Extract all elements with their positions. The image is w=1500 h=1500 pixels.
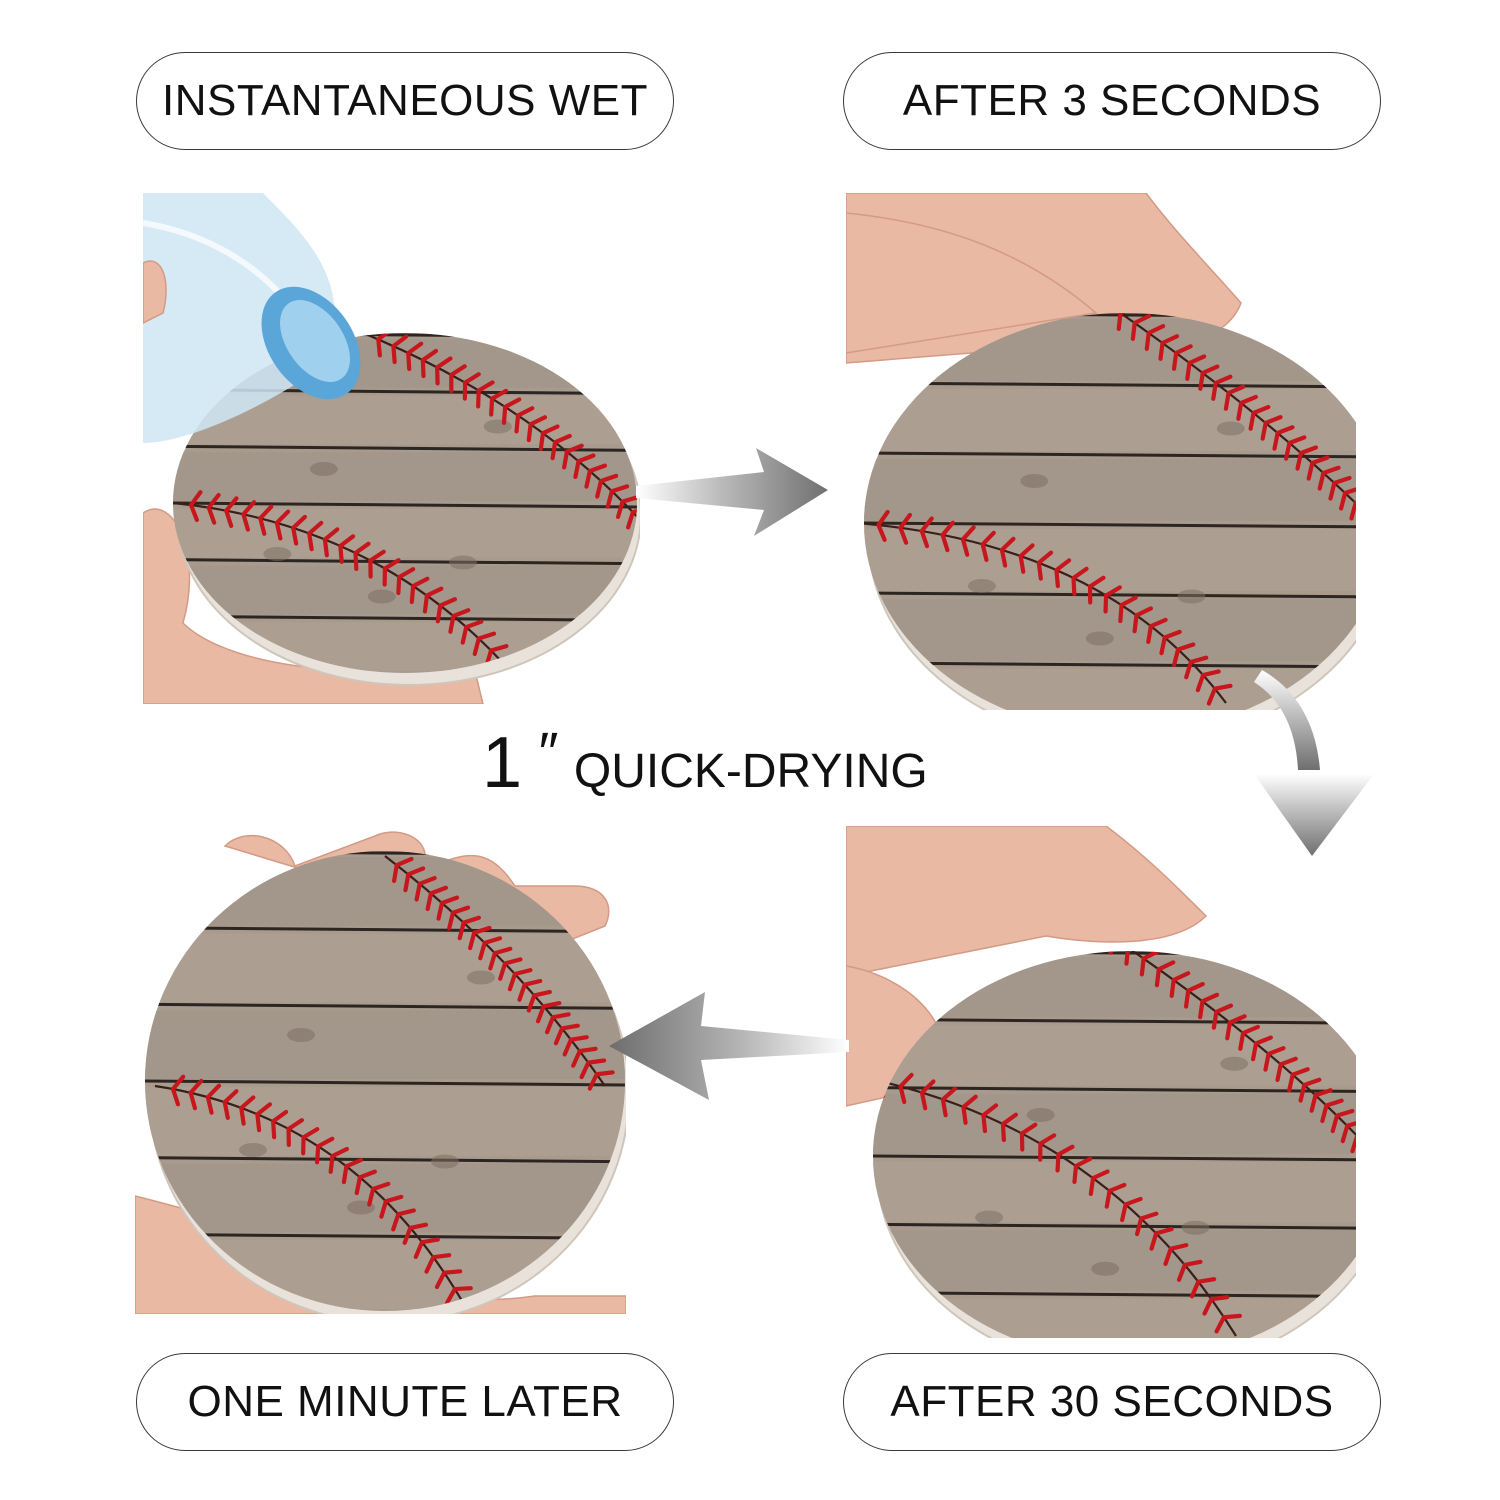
photo-coaster-3-seconds (846, 193, 1356, 710)
photo-coaster-30-seconds (846, 826, 1356, 1338)
step-label-text: INSTANTANEOUS WET (162, 76, 648, 125)
arrow-down-icon (1254, 670, 1374, 856)
caption-mark: ″ (536, 720, 556, 783)
step-label-text: AFTER 3 SECONDS (902, 76, 1322, 125)
step-label-text: ONE MINUTE LATER (187, 1377, 623, 1426)
caption-number: 1 (482, 723, 523, 803)
step-label-instantaneous-wet: INSTANTANEOUS WET (136, 52, 674, 150)
arrow-right-icon (636, 448, 828, 538)
step-label-after-30-seconds: AFTER 30 SECONDS (843, 1353, 1381, 1451)
caption-text: QUICK-DRYING (573, 745, 928, 798)
photo-coaster-one-minute (135, 826, 626, 1314)
step-label-one-minute-later: ONE MINUTE LATER (136, 1353, 674, 1451)
step-label-text: AFTER 30 SECONDS (890, 1377, 1334, 1426)
step-label-after-3-seconds: AFTER 3 SECONDS (843, 52, 1381, 150)
quick-drying-caption: 1 ″ QUICK-DRYING (482, 720, 928, 818)
photo-wet-coaster (143, 193, 640, 704)
arrow-left-icon (609, 982, 849, 1102)
